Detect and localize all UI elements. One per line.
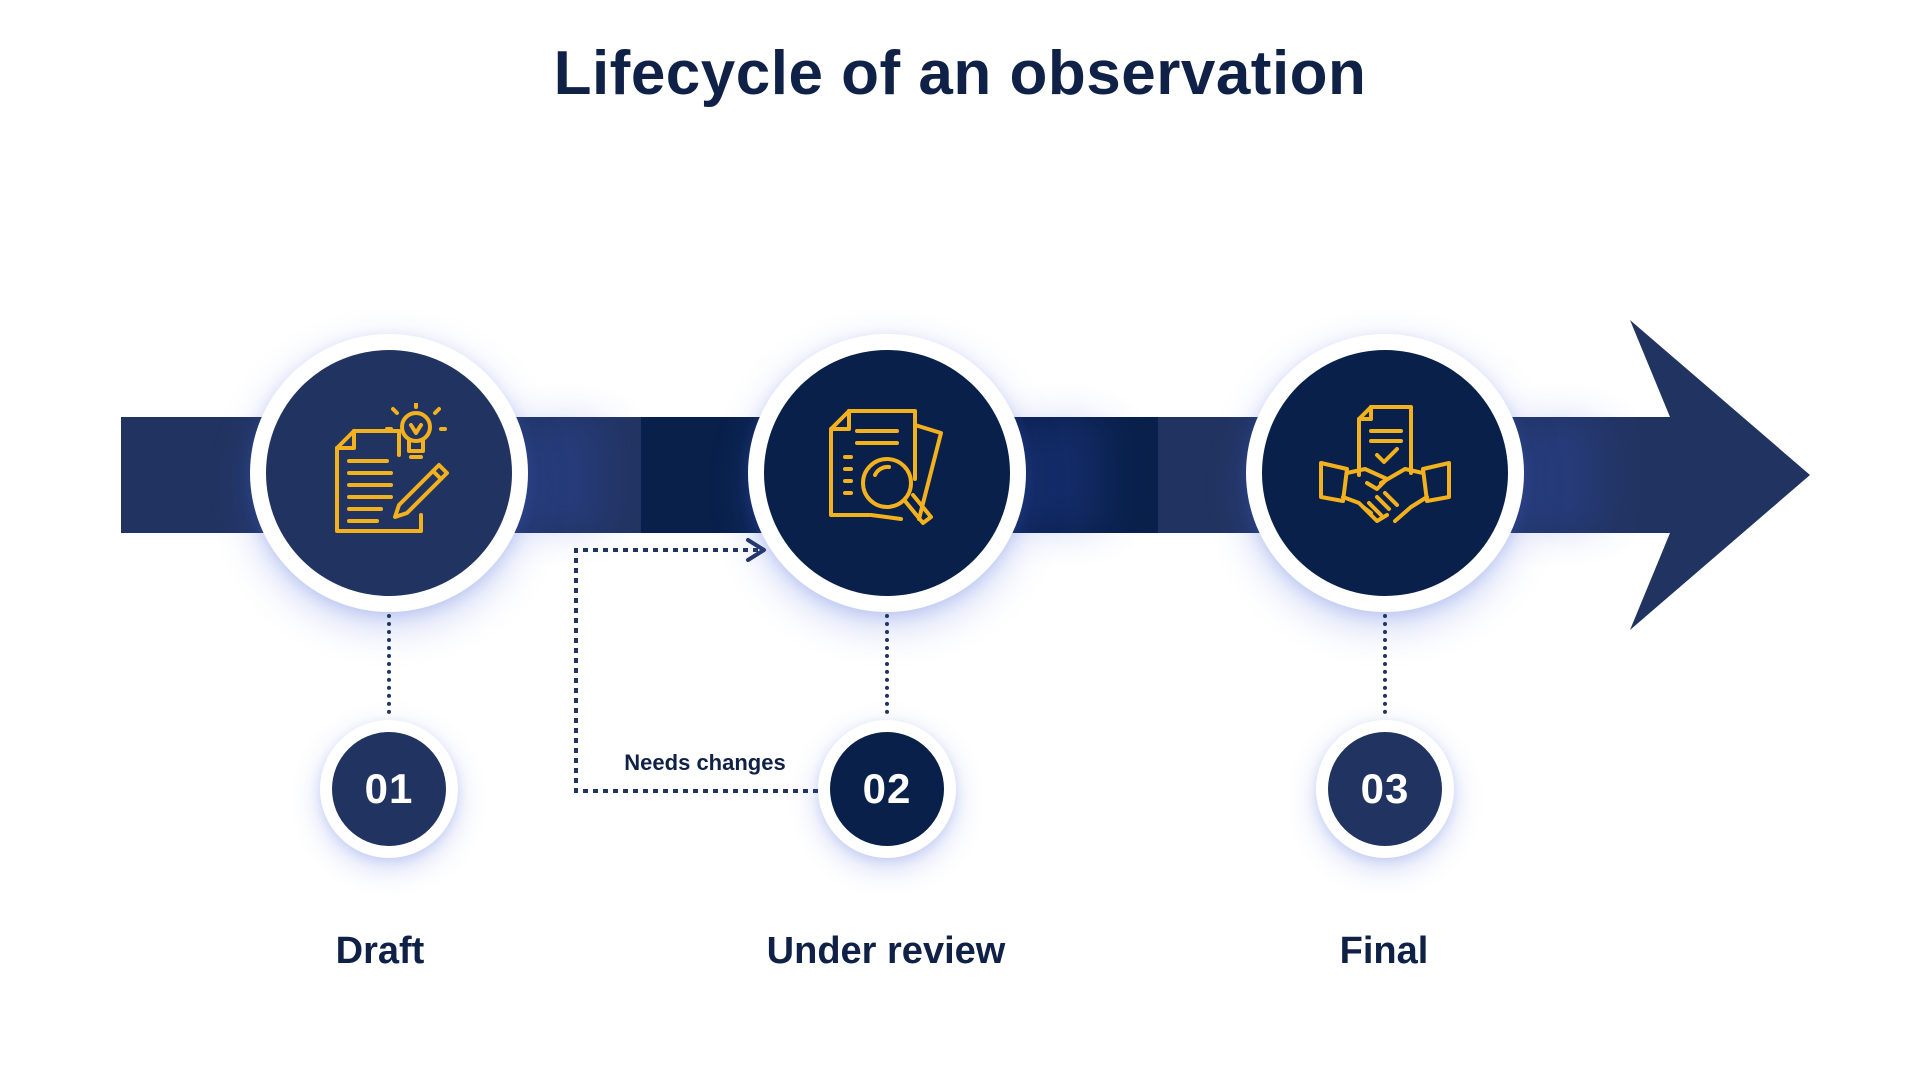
loop-arrowhead — [746, 538, 766, 562]
step-1-number-badge: 01 — [320, 720, 458, 858]
step-2-number-badge: 02 — [818, 720, 956, 858]
document-check-handshake-icon — [1319, 405, 1451, 523]
step-1-connector — [387, 614, 391, 714]
document-lightbulb-pencil-icon — [335, 403, 449, 533]
documents-magnifier-icon — [829, 409, 943, 525]
step-2-circle-fill — [764, 350, 1010, 596]
step-2-circle — [748, 334, 1026, 612]
step-2-connector — [885, 614, 889, 714]
diagram-title: Lifecycle of an observation — [553, 39, 1367, 108]
step-2-number: 02 — [830, 732, 944, 846]
step-3-number: 03 — [1328, 732, 1442, 846]
step-1-label: Draft — [335, 930, 425, 972]
step-3-circle — [1246, 334, 1524, 612]
step-3-label: Final — [1339, 930, 1429, 972]
arrow-head — [1630, 320, 1810, 630]
step-1-number: 01 — [332, 732, 446, 846]
step-2-label: Under review — [766, 930, 1006, 972]
step-3-connector — [1383, 614, 1387, 714]
step-3-circle-fill — [1262, 350, 1508, 596]
step-3-number-badge: 03 — [1316, 720, 1454, 858]
step-1-circle — [250, 334, 528, 612]
needs-changes-label: Needs changes — [624, 750, 786, 775]
step-1-circle-fill — [266, 350, 512, 596]
